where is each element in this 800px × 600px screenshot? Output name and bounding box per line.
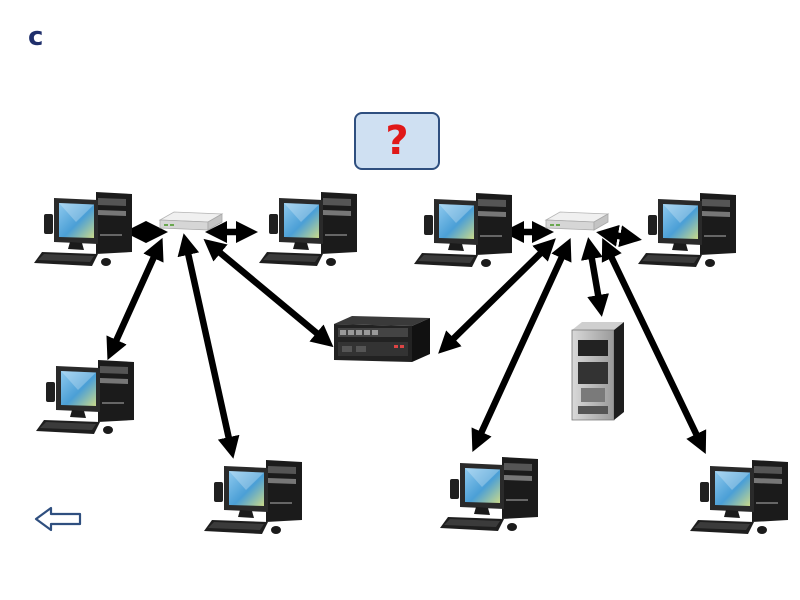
desktop-computer-icon xyxy=(36,360,134,434)
link-switch2-pc-right xyxy=(596,224,642,248)
link-switch2-tower xyxy=(580,237,610,317)
desktop-computer-icon xyxy=(440,457,538,531)
network-switch-icon xyxy=(159,211,223,231)
link-switch1-pc-lower xyxy=(106,237,164,361)
question-button[interactable]: ? xyxy=(354,112,440,170)
connections xyxy=(106,220,707,459)
link-switch1-server xyxy=(203,238,334,348)
desktop-computer-icon xyxy=(204,460,302,534)
desktop-computer-icon xyxy=(34,192,132,266)
desktop-computer-icon xyxy=(259,192,357,266)
desktop-computer-icon xyxy=(638,193,736,267)
rack-server-icon xyxy=(334,316,430,362)
link-switch1-pc-bottom xyxy=(177,233,240,459)
link-switch2-pc-bottom xyxy=(471,237,572,453)
network-switch-icon xyxy=(545,211,609,231)
link-switch2-pc-bottom-right xyxy=(601,238,707,454)
question-mark: ? xyxy=(385,118,409,164)
tower-pc-icon xyxy=(571,321,625,421)
desktop-computer-icon xyxy=(690,460,788,534)
corner-mark: c xyxy=(28,22,44,52)
arrow-left-icon[interactable] xyxy=(33,504,83,534)
desktop-computer-icon xyxy=(414,193,512,267)
